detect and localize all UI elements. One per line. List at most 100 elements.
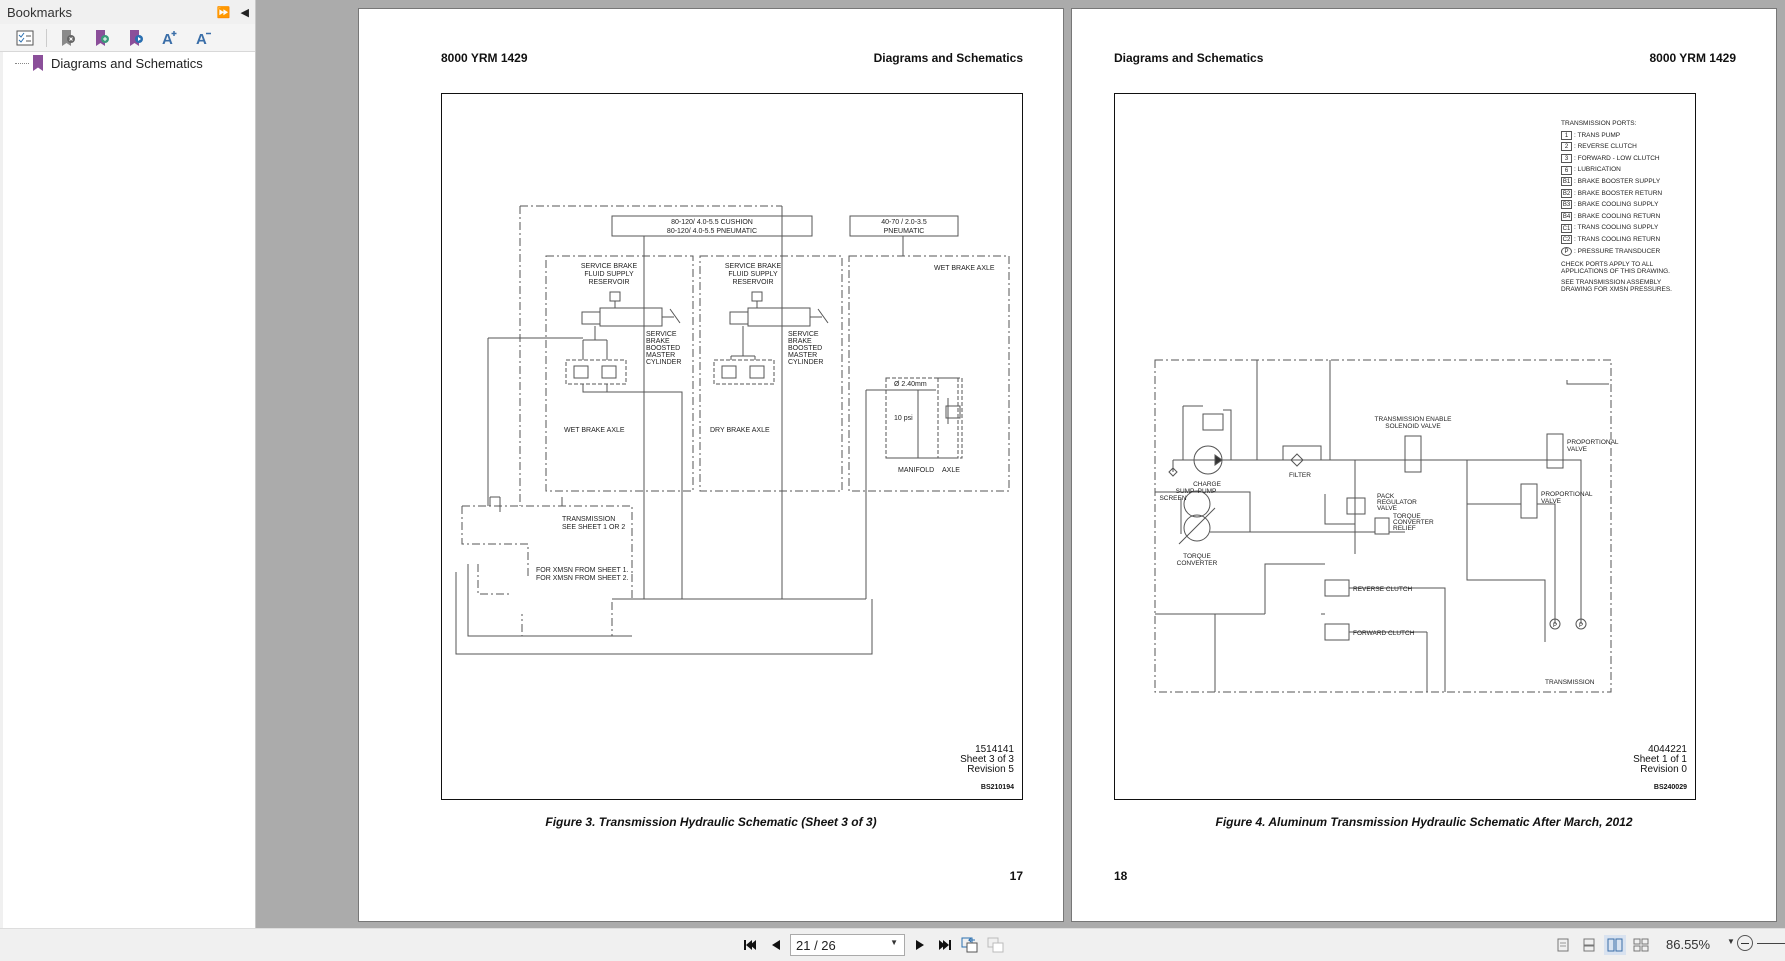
enable-valve-label: SOLENOID VALVE <box>1385 423 1441 430</box>
legend-title: TRANSMISSION PORTS: <box>1561 120 1637 127</box>
bookmark-label: Diagrams and Schematics <box>51 55 203 71</box>
port-badge: 3 <box>1561 154 1572 164</box>
page-18: Diagrams and Schematics 8000 YRM 1429 TR… <box>1071 8 1777 922</box>
pressure-wet-line2: PNEUMATIC <box>884 228 925 235</box>
collapse-panel-icon[interactable]: ◀ <box>240 6 249 19</box>
navigation-bar: 21 / 26 ▼ 86.55% ▼ <box>0 928 1785 961</box>
reservoir-label: SERVICE BRAKE <box>581 263 638 270</box>
sump-screen-label: SUMP <box>1176 488 1195 495</box>
title-block: 1514141 Sheet 3 of 3 Revision 5 BS210194 <box>960 745 1014 793</box>
page-header-left: 8000 YRM 1429 <box>441 51 528 65</box>
view-facing[interactable] <box>1604 935 1626 955</box>
continuous-icon <box>1583 938 1595 952</box>
master-cylinder-label: BOOSTED <box>788 345 822 352</box>
next-page-button[interactable] <box>912 935 928 955</box>
transmission-label: TRANSMISSION <box>1545 679 1595 686</box>
next-view-button[interactable] <box>986 935 1006 955</box>
transmission-label: SEE SHEET 1 OR 2 <box>562 524 625 531</box>
pack-regulator-label: VALVE <box>1377 505 1398 512</box>
view-single-page[interactable] <box>1552 935 1574 955</box>
tree-connector <box>15 62 29 64</box>
legend-row: B1: BRAKE BOOSTER SUPPLY <box>1561 176 1672 188</box>
decrease-text-size-icon[interactable]: A <box>187 26 221 50</box>
enable-valve-label: TRANSMISSION ENABLE <box>1375 416 1453 423</box>
page-number: 18 <box>1114 869 1128 883</box>
relief-label: 10 psi <box>894 415 913 422</box>
revision: Revision 0 <box>1640 764 1687 775</box>
reverse-clutch-label: REVERSE CLUTCH <box>1353 586 1413 593</box>
wet-brake-axle-label: WET BRAKE AXLE <box>934 265 995 272</box>
hydraulic-schematic: 80-120/ 4.0-5.5 CUSHION 80-120/ 4.0-5.5 … <box>455 205 1010 655</box>
bookmarks-toolbar: A A <box>0 24 255 52</box>
dry-axle-region <box>699 255 843 492</box>
orifice-label: Ø 2.40mm <box>894 381 927 388</box>
bookmark-item[interactable]: Diagrams and Schematics <box>3 54 255 72</box>
torque-converter-label: CONVERTER <box>1177 560 1218 567</box>
zoom-level[interactable]: 86.55% <box>1666 937 1711 952</box>
zoom-out-button[interactable] <box>1737 935 1753 951</box>
prop-valve-label: VALVE <box>1541 498 1562 505</box>
legend-row: B4: BRAKE COOLING RETURN <box>1561 211 1672 223</box>
panel-splitter[interactable] <box>256 0 260 928</box>
bookmark-options-icon[interactable] <box>8 26 42 50</box>
pack-regulator-label: REGULATOR <box>1377 499 1417 506</box>
forward-clutch-label: FORWARD CLUTCH <box>1353 630 1415 637</box>
add-bookmark-icon[interactable] <box>85 26 119 50</box>
goto-bookmark-icon[interactable] <box>119 26 153 50</box>
facing-icon <box>1607 938 1623 952</box>
master-cylinder-label: CYLINDER <box>788 359 823 366</box>
port-description: : FORWARD - LOW CLUTCH <box>1574 154 1660 162</box>
sheet-number: Sheet 1 of 1 <box>1633 754 1687 765</box>
chevron-down-icon[interactable]: ▼ <box>890 938 898 947</box>
port-description: : BRAKE COOLING SUPPLY <box>1574 201 1659 209</box>
pressure-box-wet <box>849 215 959 237</box>
master-cylinder-label: BRAKE <box>788 338 812 345</box>
charge-pump-label: PUMP <box>1198 488 1217 495</box>
pressure-wet-line1: 40-70 / 2.0-3.5 <box>881 219 927 226</box>
increase-text-size-icon[interactable]: A <box>153 26 187 50</box>
hydraulic-schematic: SUMP SCREEN CHARGE PUMP FILTER TRANSMISS… <box>1154 359 1619 693</box>
first-page-icon <box>744 940 756 950</box>
master-cylinder-label: MASTER <box>646 352 675 359</box>
delete-bookmark-icon[interactable] <box>51 26 85 50</box>
legend-row: B3: BRAKE COOLING SUPPLY <box>1561 199 1672 211</box>
pressure-box-main <box>611 215 813 237</box>
previous-page-button[interactable] <box>768 935 784 955</box>
last-page-button[interactable] <box>935 935 953 955</box>
wet-brake-region <box>848 255 1010 492</box>
port-description: : REVERSE CLUTCH <box>1574 143 1637 151</box>
port-description: : LUBRICATION <box>1574 166 1621 174</box>
drawing-number: 4044221 <box>1648 744 1687 755</box>
page-number: 17 <box>1009 869 1023 883</box>
port-badge: 6 <box>1561 165 1572 175</box>
legend-row: C2: TRANS COOLING RETURN <box>1561 234 1672 246</box>
continuous-facing-icon <box>1633 938 1649 952</box>
legend-row: 3: FORWARD - LOW CLUTCH <box>1561 153 1672 165</box>
manifold-label: MANIFOLD <box>898 467 934 474</box>
view-continuous-facing[interactable] <box>1630 935 1652 955</box>
port-description: : PRESSURE TRANSDUCER <box>1574 247 1661 255</box>
prop-valve-label: VALVE <box>1567 446 1588 453</box>
pressure-transducer: P <box>1553 623 1557 629</box>
page-number-field[interactable]: 21 / 26 ▼ <box>790 934 905 956</box>
port-description: : BRAKE BOOSTER RETURN <box>1574 189 1663 197</box>
axle-label: AXLE <box>942 467 960 474</box>
dry-brake-axle-label: DRY BRAKE AXLE <box>710 427 770 434</box>
reservoir-label: FLUID SUPPLY <box>728 271 778 278</box>
port-badge: B1 <box>1561 177 1572 187</box>
first-page-button[interactable] <box>742 935 760 955</box>
previous-view-button[interactable] <box>960 935 980 955</box>
pressure-main-line1: 80-120/ 4.0-5.5 CUSHION <box>671 219 753 226</box>
view-continuous[interactable] <box>1578 935 1600 955</box>
legend-row: 6: LUBRICATION <box>1561 164 1672 176</box>
title-block: 4044221 Sheet 1 of 1 Revision 0 BS240029 <box>1633 745 1687 793</box>
zoom-slider[interactable] <box>1757 943 1785 944</box>
reservoir-label: SERVICE BRAKE <box>725 263 782 270</box>
prop-valve-label: PROPORTIONAL <box>1541 491 1593 498</box>
expand-panel-icon[interactable]: ⏩ <box>216 6 231 19</box>
zoom-dropdown-icon[interactable]: ▼ <box>1727 937 1735 946</box>
reservoir-label: RESERVOIR <box>732 279 773 286</box>
port-badge: B3 <box>1561 200 1572 210</box>
port-badge: C2 <box>1561 235 1572 245</box>
